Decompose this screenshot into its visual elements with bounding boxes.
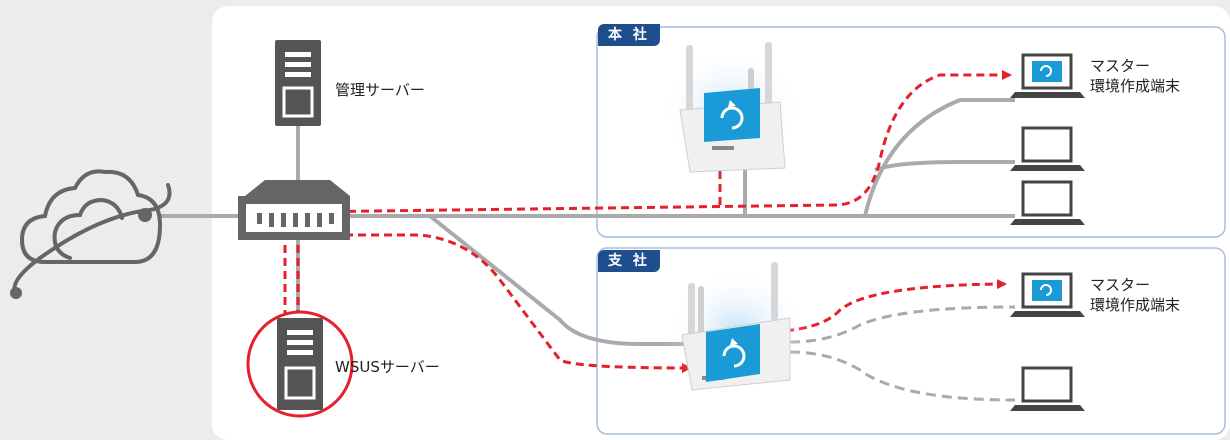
branch-master-laptop-icon: [1010, 272, 1085, 317]
branch-office-badge: 支 社: [598, 250, 660, 272]
branch-master-label-line1: マスター: [1090, 276, 1151, 294]
management-server-label: 管理サーバー: [335, 81, 425, 99]
cloud-icon: [10, 169, 172, 299]
branch-client-lines: [789, 305, 1016, 402]
head-master-laptop-icon: [1010, 53, 1085, 98]
branch-master-label-line2: 環境作成端末: [1090, 296, 1181, 314]
head-office-badge: 本 社: [598, 24, 660, 46]
wsus-server-label: WSUSサーバー: [335, 358, 440, 376]
head-master-label-line1: マスター: [1090, 57, 1151, 75]
update-flow-lines: [283, 70, 1012, 373]
head-master-label-line2: 環境作成端末: [1090, 77, 1181, 95]
network-switch-icon: [238, 180, 350, 240]
branch-router-icon: [666, 262, 810, 392]
wsus-server-icon: [277, 318, 323, 410]
head-laptop-2-icon: [1010, 126, 1085, 171]
head-router-icon: [660, 42, 804, 173]
head-laptop-3-icon: [1010, 180, 1085, 225]
management-server-icon: [275, 40, 321, 126]
branch-laptop-2-icon: [1010, 366, 1085, 411]
